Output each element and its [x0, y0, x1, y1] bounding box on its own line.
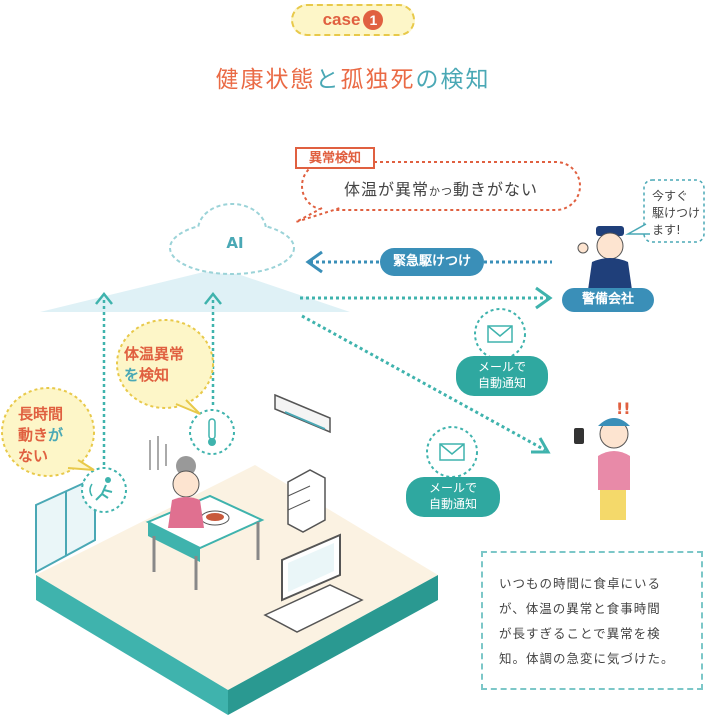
- mail-icon: [426, 426, 478, 478]
- floor-edge-right: [228, 575, 438, 715]
- family-member-icon: !!: [574, 399, 631, 520]
- arrow-to-family: [301, 314, 551, 454]
- case-label: case: [322, 10, 361, 29]
- security-guard-icon: [577, 226, 632, 290]
- floor-edge-left: [36, 575, 228, 715]
- motion-alert-bubble: [1, 387, 95, 477]
- case-badge: case 1: [291, 4, 415, 36]
- ai-beam: [40, 268, 350, 312]
- temperature-alert-text: 体温異常 を検知: [124, 345, 185, 384]
- motion-sensor-icon: [81, 467, 127, 513]
- tv-icon: [263, 533, 364, 633]
- svg-text:!!: !!: [616, 399, 631, 418]
- shelf-icon: [287, 469, 326, 533]
- temperature-data-arrow: [204, 291, 222, 408]
- mail-icon: [474, 308, 526, 360]
- guard-speech-text: 今すぐ 駆けつけ ます!: [652, 189, 701, 237]
- mail-notification-security: メールで 自動通知: [456, 356, 548, 396]
- alert-message: 体温が異常かつ動きがない: [343, 180, 539, 199]
- air-conditioner-icon: [274, 393, 331, 434]
- motion-alert-text: 長時間 動きが ない: [18, 405, 64, 465]
- urgent-dispatch-label: 緊急駆けつけ: [380, 248, 484, 276]
- room-floor: [36, 465, 438, 690]
- elderly-woman-icon: [149, 436, 204, 528]
- mail-notification-family: メールで 自動通知: [406, 477, 500, 517]
- guard-speech-bubble: [625, 179, 705, 243]
- ai-label: AI: [226, 234, 244, 252]
- case-number: 1: [363, 10, 384, 30]
- security-company-label: 警備会社: [562, 288, 654, 312]
- temperature-alert-bubble: [116, 319, 214, 415]
- page-title: 健康状態と孤独死の検知: [215, 67, 491, 93]
- motion-data-arrow: [95, 291, 113, 468]
- arrow-to-security: [300, 286, 553, 310]
- anomaly-detection-tag: 異常検知: [295, 147, 375, 169]
- case-description-note: いつもの時間に食卓にいる が、体温の異常と食事時間 が長すぎることで異常を検 知…: [481, 551, 703, 690]
- alert-speech-bubble: [295, 161, 581, 223]
- ai-cloud-icon: [169, 203, 295, 275]
- thermometer-icon: [189, 409, 235, 455]
